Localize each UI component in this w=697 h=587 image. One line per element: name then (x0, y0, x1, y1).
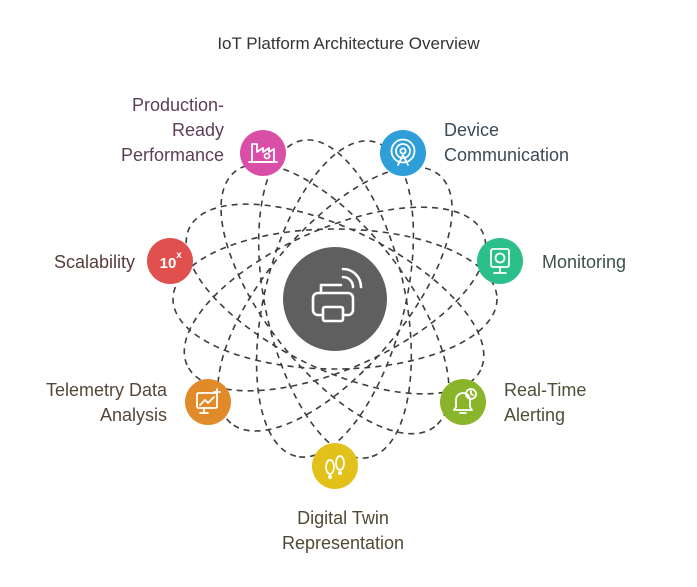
node-label-line: Representation (281, 533, 405, 553)
printer-wifi-icon (311, 267, 363, 323)
node-label-monitoring: Monitoring (542, 250, 626, 275)
page-title: IoT Platform Architecture Overview (217, 34, 480, 53)
node-circle-real-time-alerting (440, 379, 486, 425)
svg-text:10: 10 (160, 255, 177, 272)
node-label-line: Monitoring (542, 252, 627, 272)
analytics-chart-icon (196, 388, 221, 414)
node-device-communication (380, 130, 426, 176)
node-label-line: Digital Twin (297, 508, 389, 528)
node-production-ready-performance (240, 130, 286, 176)
node-circle-scalability (147, 238, 193, 284)
node-label-line: Communication (444, 145, 570, 165)
orbit-ellipse-4 (257, 139, 413, 459)
orbit-ellipse-1 (172, 228, 498, 370)
node-circle-monitoring (477, 238, 523, 284)
node-label-line: Device (444, 120, 500, 140)
node-telemetry-data-analysis (185, 379, 231, 425)
node-label-line: Production- (131, 95, 224, 115)
orbit-ellipse-3 (220, 163, 450, 435)
orbit-ellipse-5 (255, 140, 415, 458)
node-monitoring (477, 238, 523, 284)
node-label-line: Analysis (99, 405, 167, 425)
monitor-camera-icon (490, 248, 510, 274)
orbit-ellipse-7 (183, 206, 487, 392)
alert-bell-icon (453, 388, 477, 414)
node-label-line: Scalability (53, 252, 135, 272)
node-digital-twin-representation (312, 443, 358, 489)
node-real-time-alerting (440, 379, 486, 425)
node-circle-digital-twin-representation (312, 443, 358, 489)
orbit-ellipse-6 (217, 166, 453, 432)
footprints-icon (325, 455, 345, 479)
node-label-line: Ready (171, 120, 224, 140)
svg-text:x: x (176, 250, 182, 261)
node-label-scalability: Scalability (54, 250, 135, 275)
node-label-line: Alerting (504, 405, 566, 425)
node-label-line: Performance (120, 145, 224, 165)
antenna-signal-icon (390, 138, 416, 166)
node-circle-production-ready-performance (240, 130, 286, 176)
node-label-line: Real-Time (504, 380, 587, 400)
node-label-line: Telemetry Data (45, 380, 167, 400)
center-hub (283, 247, 387, 351)
factory-icon (248, 143, 278, 163)
